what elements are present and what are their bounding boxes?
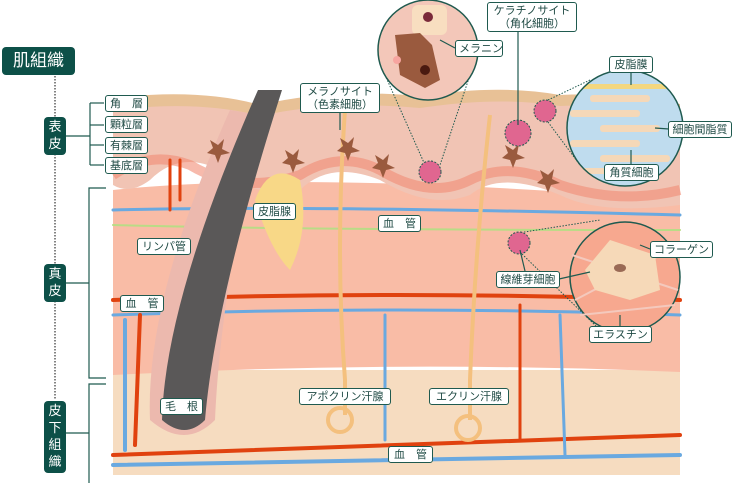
sublayer-basal: 基底層 (105, 157, 148, 174)
sublayer-stratum-corneum: 角 層 (105, 95, 148, 112)
collagen-label: コラーゲン (650, 241, 713, 258)
epidermis-text: 表皮 (48, 120, 62, 152)
epidermis-label: 表皮 (44, 117, 66, 155)
lymph-vessel-label: リンパ管 (137, 238, 191, 255)
keratinocyte-text: ケラチノサイト (493, 4, 571, 17)
hair-root-label: 毛 根 (160, 398, 203, 415)
dermis-text: 真皮 (48, 267, 62, 299)
title-label: 肌組織 (2, 47, 75, 75)
intercellular-lipid-label: 細胞間脂質 (668, 121, 732, 138)
dermis-label: 真皮 (44, 264, 66, 302)
blood-vessel-label-left: 血 管 (120, 295, 164, 312)
hair (162, 90, 282, 430)
keratinocyte-sub-text: （角化細胞） (499, 17, 565, 30)
blood-vessel-label-mid: 血 管 (378, 215, 421, 232)
apocrine-gland-label: アポクリン汗腺 (299, 388, 391, 405)
eccrine-gland-label: エクリン汗腺 (429, 388, 509, 405)
subcutaneous-text: 皮下組織 (48, 404, 62, 470)
sebaceous-gland-label: 皮脂腺 (253, 203, 296, 220)
corneocyte-label: 角質細胞 (604, 164, 659, 181)
melanocyte-cells (207, 137, 560, 193)
sebum-film-label: 皮脂膜 (609, 56, 653, 73)
stratum-corneum-zoom-circle (566, 69, 684, 187)
fibroblast-label: 線維芽細胞 (496, 271, 560, 288)
keratinocyte-label: ケラチノサイト（角化細胞） (487, 2, 577, 32)
sublayer-spinous: 有棘層 (105, 137, 148, 154)
elastin-label: エラスチン (589, 326, 652, 343)
sebaceous-gland (255, 173, 304, 270)
melanin-label: メラニン (455, 40, 503, 57)
melanocyte-label: メラノサイト（色素細胞） (300, 83, 380, 113)
sublayer-granular: 顆粒層 (105, 116, 148, 133)
blood-vessel-label-bottom: 血 管 (388, 446, 433, 463)
melanocyte-sub-text: （色素細胞） (307, 98, 373, 111)
keratinocyte-zoom-circle (377, 0, 479, 101)
melanocyte-text: メラノサイト (307, 85, 373, 98)
fibroblast-zoom-circle (569, 221, 681, 333)
subcutaneous-label: 皮下組織 (44, 401, 66, 473)
